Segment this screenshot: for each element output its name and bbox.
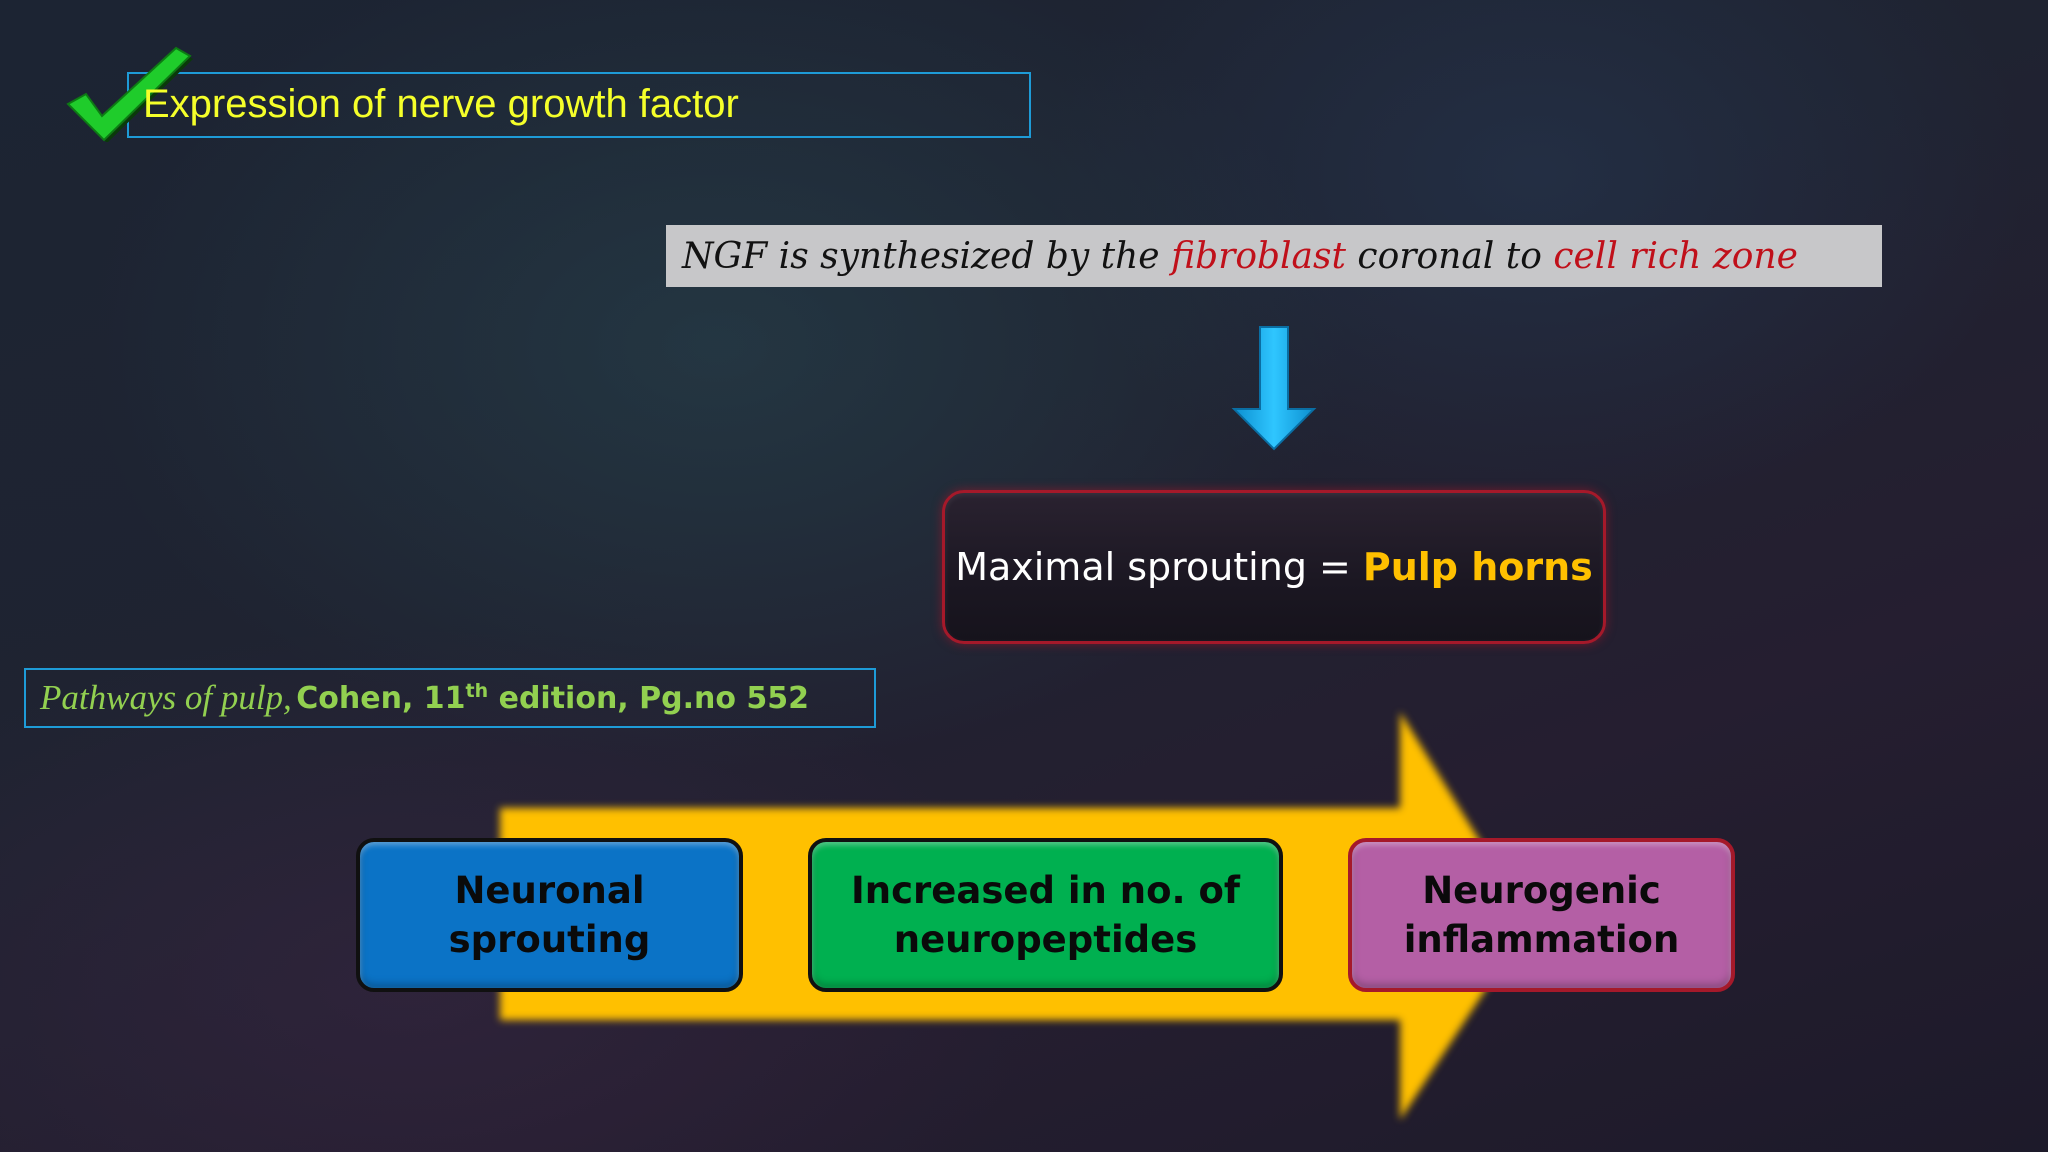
ngf-text-part2: coronal to (1357, 235, 1542, 277)
reference-citation: Pathways of pulp, Cohen, 11th edition, P… (24, 668, 876, 728)
reference-author: Cohen, 11 (296, 680, 466, 716)
ngf-text-part1: NGF is synthesized by the (682, 235, 1160, 277)
slide-title: Expression of nerve growth factor (143, 82, 739, 126)
reference-author-edition: Cohen, 11th edition, Pg.no 552 (296, 681, 809, 716)
step-1-line1: Neuronal (454, 869, 645, 912)
ngf-statement: NGF is synthesized by the fibroblast cor… (666, 225, 1882, 287)
reference-book-title: Pathways of pulp, (40, 678, 292, 717)
maximal-sprouting-label: Maximal sprouting = (955, 545, 1351, 589)
step-3-line1: Neurogenic (1422, 869, 1661, 912)
step-neurogenic-inflammation: Neurogenic inflammation (1348, 838, 1735, 992)
pulp-horns-highlight: Pulp horns (1362, 545, 1593, 589)
ngf-highlight-fibroblast: fibroblast (1171, 235, 1346, 277)
step-1-line2: sprouting (448, 918, 651, 961)
step-2-line1: Increased in no. of (851, 869, 1240, 912)
maximal-sprouting-box: Maximal sprouting = Pulp horns (942, 490, 1606, 644)
reference-edition-page: edition, Pg.no 552 (498, 680, 810, 716)
step-increased-neuropeptides: Increased in no. of neuropeptides (808, 838, 1283, 992)
step-2-line2: neuropeptides (893, 918, 1198, 961)
down-arrow-icon (1231, 326, 1317, 451)
step-3-line2: inflammation (1403, 918, 1680, 961)
reference-edition-sup: th (465, 679, 489, 702)
checkmark-icon (66, 46, 193, 142)
ngf-highlight-cell-rich-zone: cell rich zone (1553, 235, 1798, 277)
step-neuronal-sprouting: Neuronal sprouting (356, 838, 743, 992)
